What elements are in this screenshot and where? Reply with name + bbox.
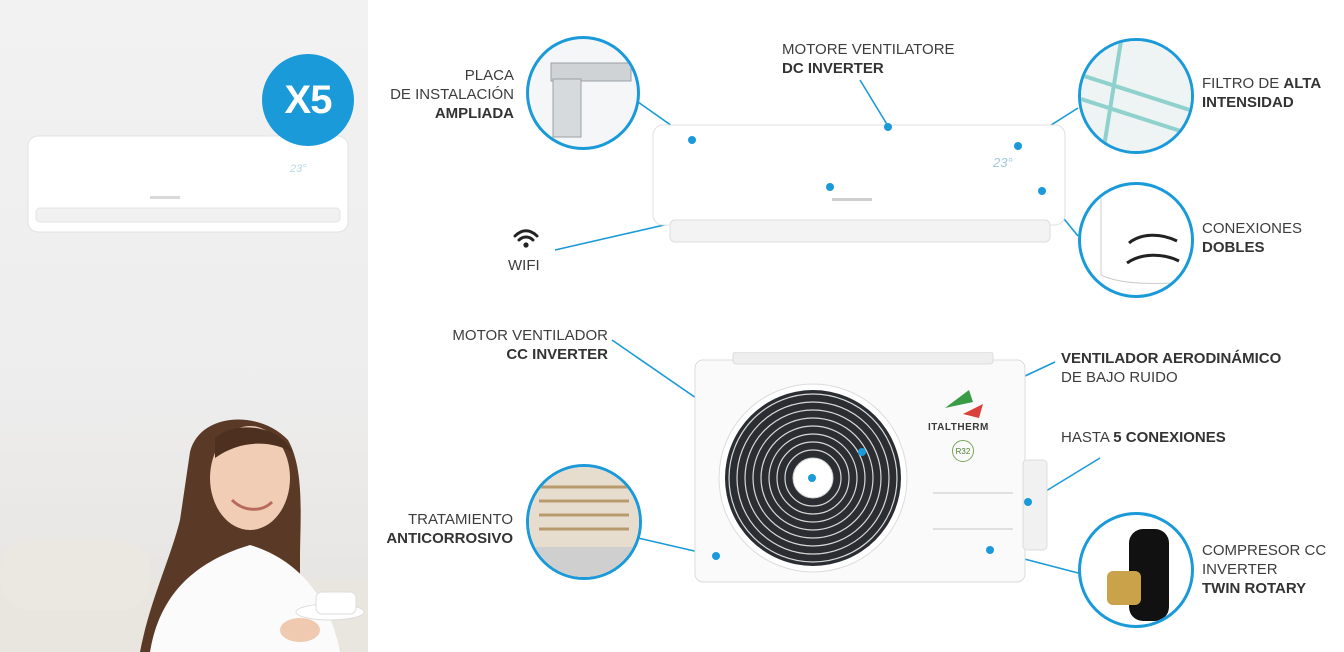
photo-ac-temperature: 23° bbox=[290, 163, 307, 175]
label-line: DE INSTALACIÓN bbox=[390, 86, 514, 103]
label-line-bold: DC INVERTER bbox=[782, 60, 884, 77]
label-line: INVERTER bbox=[1202, 561, 1278, 578]
callout-dot bbox=[826, 183, 834, 191]
label-wifi: WIFI bbox=[508, 257, 540, 274]
label-motor-cc: MOTOR VENTILADOR CC INVERTER bbox=[400, 326, 608, 364]
label-line-bold: ANTICORROSIVO bbox=[386, 530, 513, 547]
wifi-icon bbox=[512, 226, 540, 252]
indoor-temperature-display: 23° bbox=[993, 155, 1013, 170]
label-conexiones: CONEXIONES DOBLES bbox=[1202, 219, 1342, 257]
label-placa: PLACA DE INSTALACIÓN AMPLIADA bbox=[360, 66, 514, 123]
label-hasta: HASTA 5 CONEXIONES bbox=[1061, 428, 1321, 447]
label-line: COMPRESOR CC bbox=[1202, 542, 1327, 559]
indoor-unit bbox=[652, 124, 1066, 248]
callout-dot bbox=[688, 136, 696, 144]
label-line-bold: 5 CONEXIONES bbox=[1113, 429, 1226, 446]
label-line: HASTA bbox=[1061, 429, 1114, 446]
mounting-plate-detail bbox=[526, 36, 640, 150]
label-tratamiento: TRATAMIENTO ANTICORROSIVO bbox=[360, 510, 513, 548]
woman-photo-illustration bbox=[0, 135, 368, 652]
label-line-bold: CC INVERTER bbox=[506, 346, 608, 363]
callout-dot bbox=[858, 448, 866, 456]
callout-dot bbox=[1014, 142, 1022, 150]
double-connections-detail bbox=[1078, 182, 1194, 298]
italtherm-logo: ITALTHERM bbox=[928, 422, 989, 433]
label-line-bold: ALTA bbox=[1283, 75, 1322, 92]
label-compresor: COMPRESOR CC INVERTER TWIN ROTARY bbox=[1202, 541, 1342, 598]
callout-dot bbox=[1038, 187, 1046, 195]
label-line: FILTRO DE bbox=[1202, 75, 1284, 92]
label-line: TRATAMIENTO bbox=[408, 511, 513, 528]
label-line-bold: TWIN ROTARY bbox=[1202, 580, 1307, 597]
outdoor-unit-drawing bbox=[694, 351, 1048, 583]
label-line-bold: DOBLES bbox=[1202, 239, 1265, 256]
anticorrosion-detail bbox=[526, 464, 642, 580]
label-filtro: FILTRO DE ALTA INTENSIDAD bbox=[1202, 74, 1342, 112]
label-line: PLACA bbox=[464, 67, 514, 84]
label-ventilador: VENTILADOR AERODINÁMICO DE BAJO RUIDO bbox=[1061, 349, 1341, 387]
callout-dot bbox=[986, 546, 994, 554]
label-line-bold: AMPLIADA bbox=[434, 105, 514, 122]
outdoor-unit bbox=[693, 351, 1053, 584]
compressor-detail bbox=[1078, 512, 1194, 628]
label-line: DE BAJO RUIDO bbox=[1061, 369, 1178, 386]
callout-dot bbox=[808, 474, 816, 482]
x5-badge: X5 bbox=[262, 54, 354, 146]
r32-badge: R32 bbox=[952, 440, 974, 462]
label-line-bold: VENTILADOR AERODINÁMICO bbox=[1061, 350, 1282, 367]
callout-dot bbox=[712, 552, 720, 560]
label-line: MOTORE VENTILATORE bbox=[782, 41, 955, 58]
filter-detail bbox=[1078, 38, 1194, 154]
label-motore: MOTORE VENTILATORE DC INVERTER bbox=[782, 40, 982, 78]
label-line-bold: INTENSIDAD bbox=[1202, 94, 1294, 111]
callout-dot bbox=[1024, 498, 1032, 506]
label-line: MOTOR VENTILADOR bbox=[452, 327, 608, 344]
callout-dot bbox=[884, 123, 892, 131]
label-line: CONEXIONES bbox=[1202, 220, 1303, 237]
indoor-unit-drawing bbox=[652, 124, 1066, 243]
